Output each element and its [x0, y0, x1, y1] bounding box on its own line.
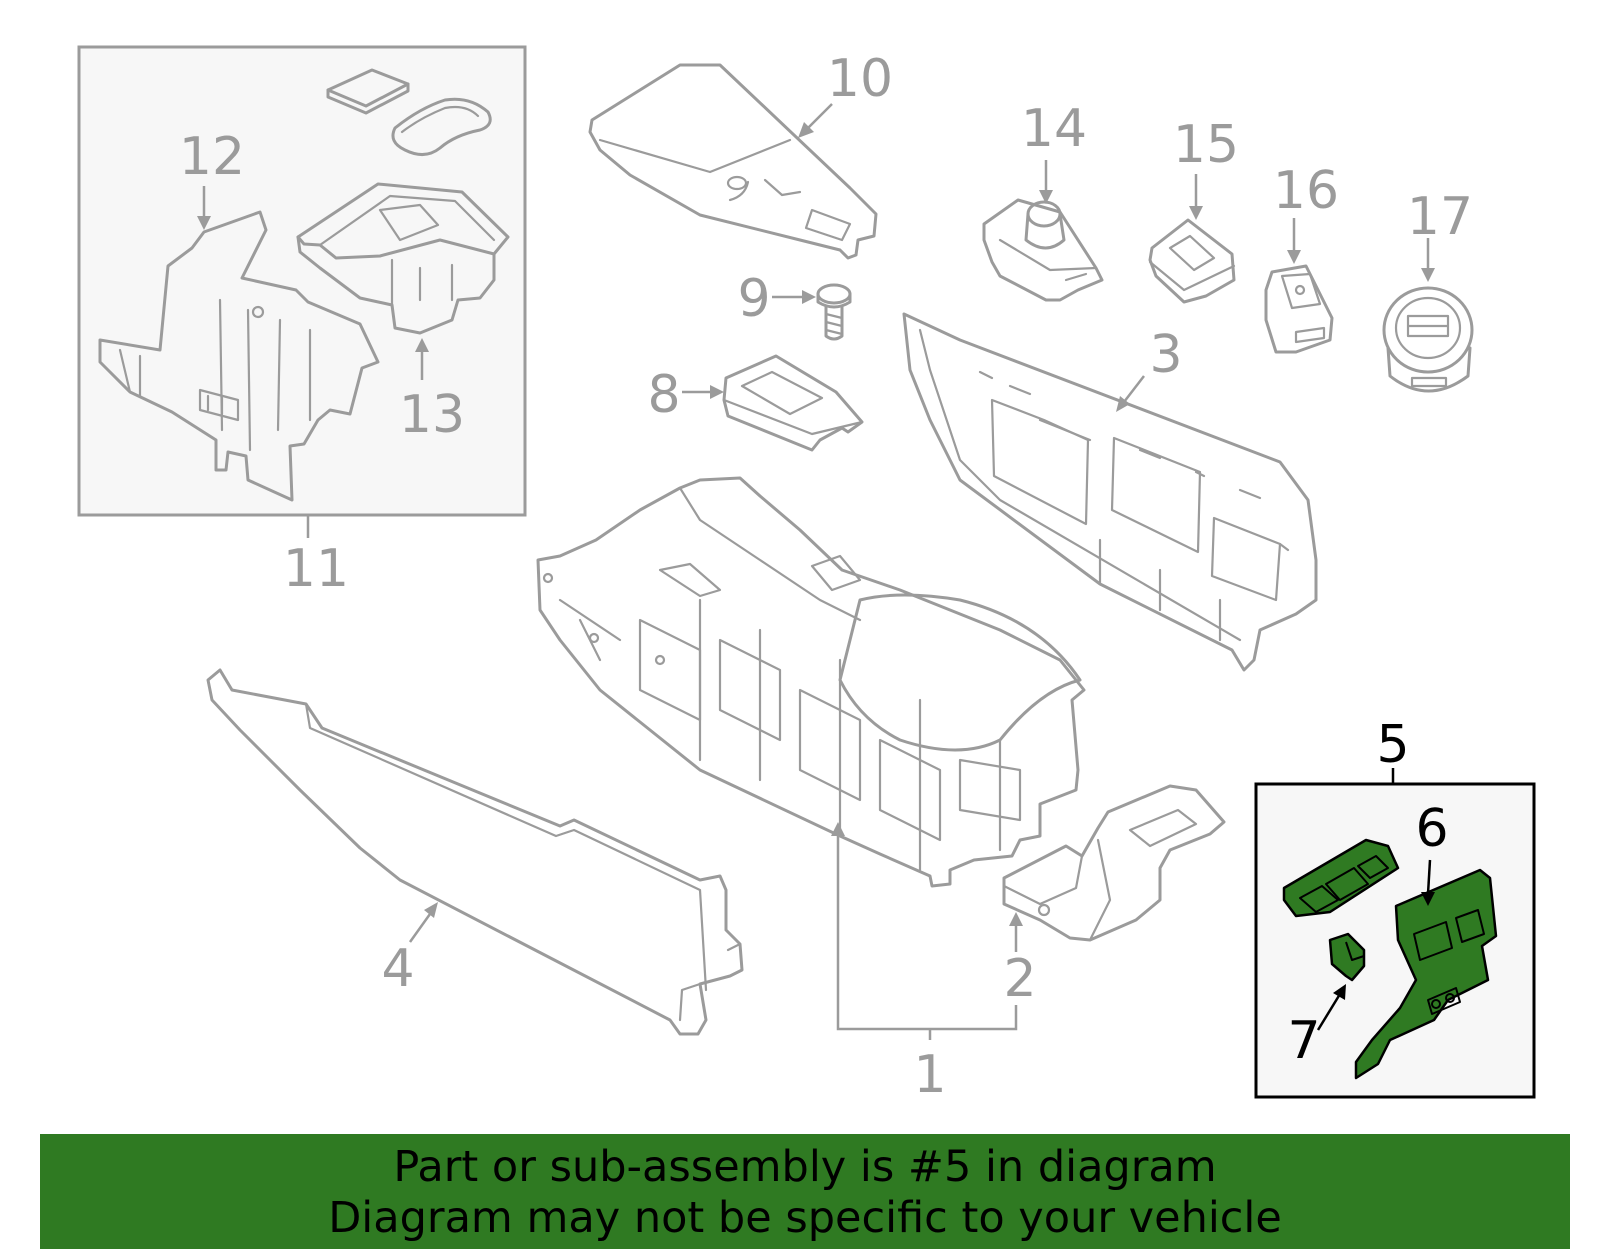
callout-4: 4	[381, 939, 414, 999]
callout-13: 13	[399, 385, 465, 445]
leader-2	[1009, 912, 1023, 952]
part-3-side-panel	[902, 312, 1318, 672]
leader-12	[197, 186, 211, 230]
callout-1: 1	[913, 1045, 946, 1105]
part-1-console-body	[536, 476, 1086, 888]
info-banner: Part or sub-assembly is #5 in diagram Di…	[40, 1134, 1570, 1249]
leader-14	[1039, 160, 1053, 204]
leader-8	[682, 385, 724, 399]
part-14-shifter	[982, 198, 1104, 302]
banner-line-2: Diagram may not be specific to your vehi…	[328, 1193, 1282, 1243]
part-4-side-trim	[206, 668, 744, 1036]
leader-10	[798, 103, 833, 138]
part-6-main-bezel	[1354, 868, 1498, 1080]
part-16-switch	[1264, 264, 1334, 354]
leader-15	[1189, 174, 1203, 220]
callout-3: 3	[1149, 325, 1182, 385]
leader-7	[1316, 984, 1346, 1031]
part-13-cupholder	[296, 182, 510, 335]
part-2-bracket	[1002, 784, 1226, 942]
leader-3	[1116, 375, 1145, 412]
part-6-switch-bezel-upper	[1282, 838, 1400, 918]
callout-16: 16	[1273, 161, 1339, 221]
subassembly-box-11	[77, 45, 527, 517]
part-12-bracket	[98, 210, 380, 502]
leader-9	[772, 290, 816, 304]
leader-6	[1421, 859, 1435, 906]
callout-6: 6	[1415, 799, 1448, 859]
leader-16	[1287, 218, 1301, 264]
callout-9: 9	[737, 269, 770, 329]
banner-line-1: Part or sub-assembly is #5 in diagram	[393, 1142, 1217, 1192]
callout-2: 2	[1003, 949, 1036, 1009]
part-7-clip	[1328, 932, 1366, 982]
callout-5: 5	[1376, 715, 1409, 775]
callout-17: 17	[1407, 187, 1473, 247]
leader-1	[831, 822, 1018, 1040]
part-9-screw	[816, 283, 852, 341]
callout-8: 8	[647, 365, 680, 425]
callout-11: 11	[283, 539, 349, 599]
part-15-switch	[1148, 218, 1236, 304]
leader-17	[1421, 238, 1435, 282]
leader-13	[415, 338, 429, 380]
leader-4	[408, 902, 438, 943]
callout-15: 15	[1173, 115, 1239, 175]
callout-12: 12	[179, 127, 245, 187]
callout-14: 14	[1021, 99, 1087, 159]
part-cupholder-insert	[391, 97, 492, 156]
part-8-tray	[722, 354, 864, 452]
part-17-start-button	[1382, 286, 1474, 393]
callout-7: 7	[1287, 1011, 1320, 1071]
part-lid	[326, 68, 410, 115]
callout-10: 10	[827, 49, 893, 109]
part-10-top-panel	[588, 63, 878, 260]
